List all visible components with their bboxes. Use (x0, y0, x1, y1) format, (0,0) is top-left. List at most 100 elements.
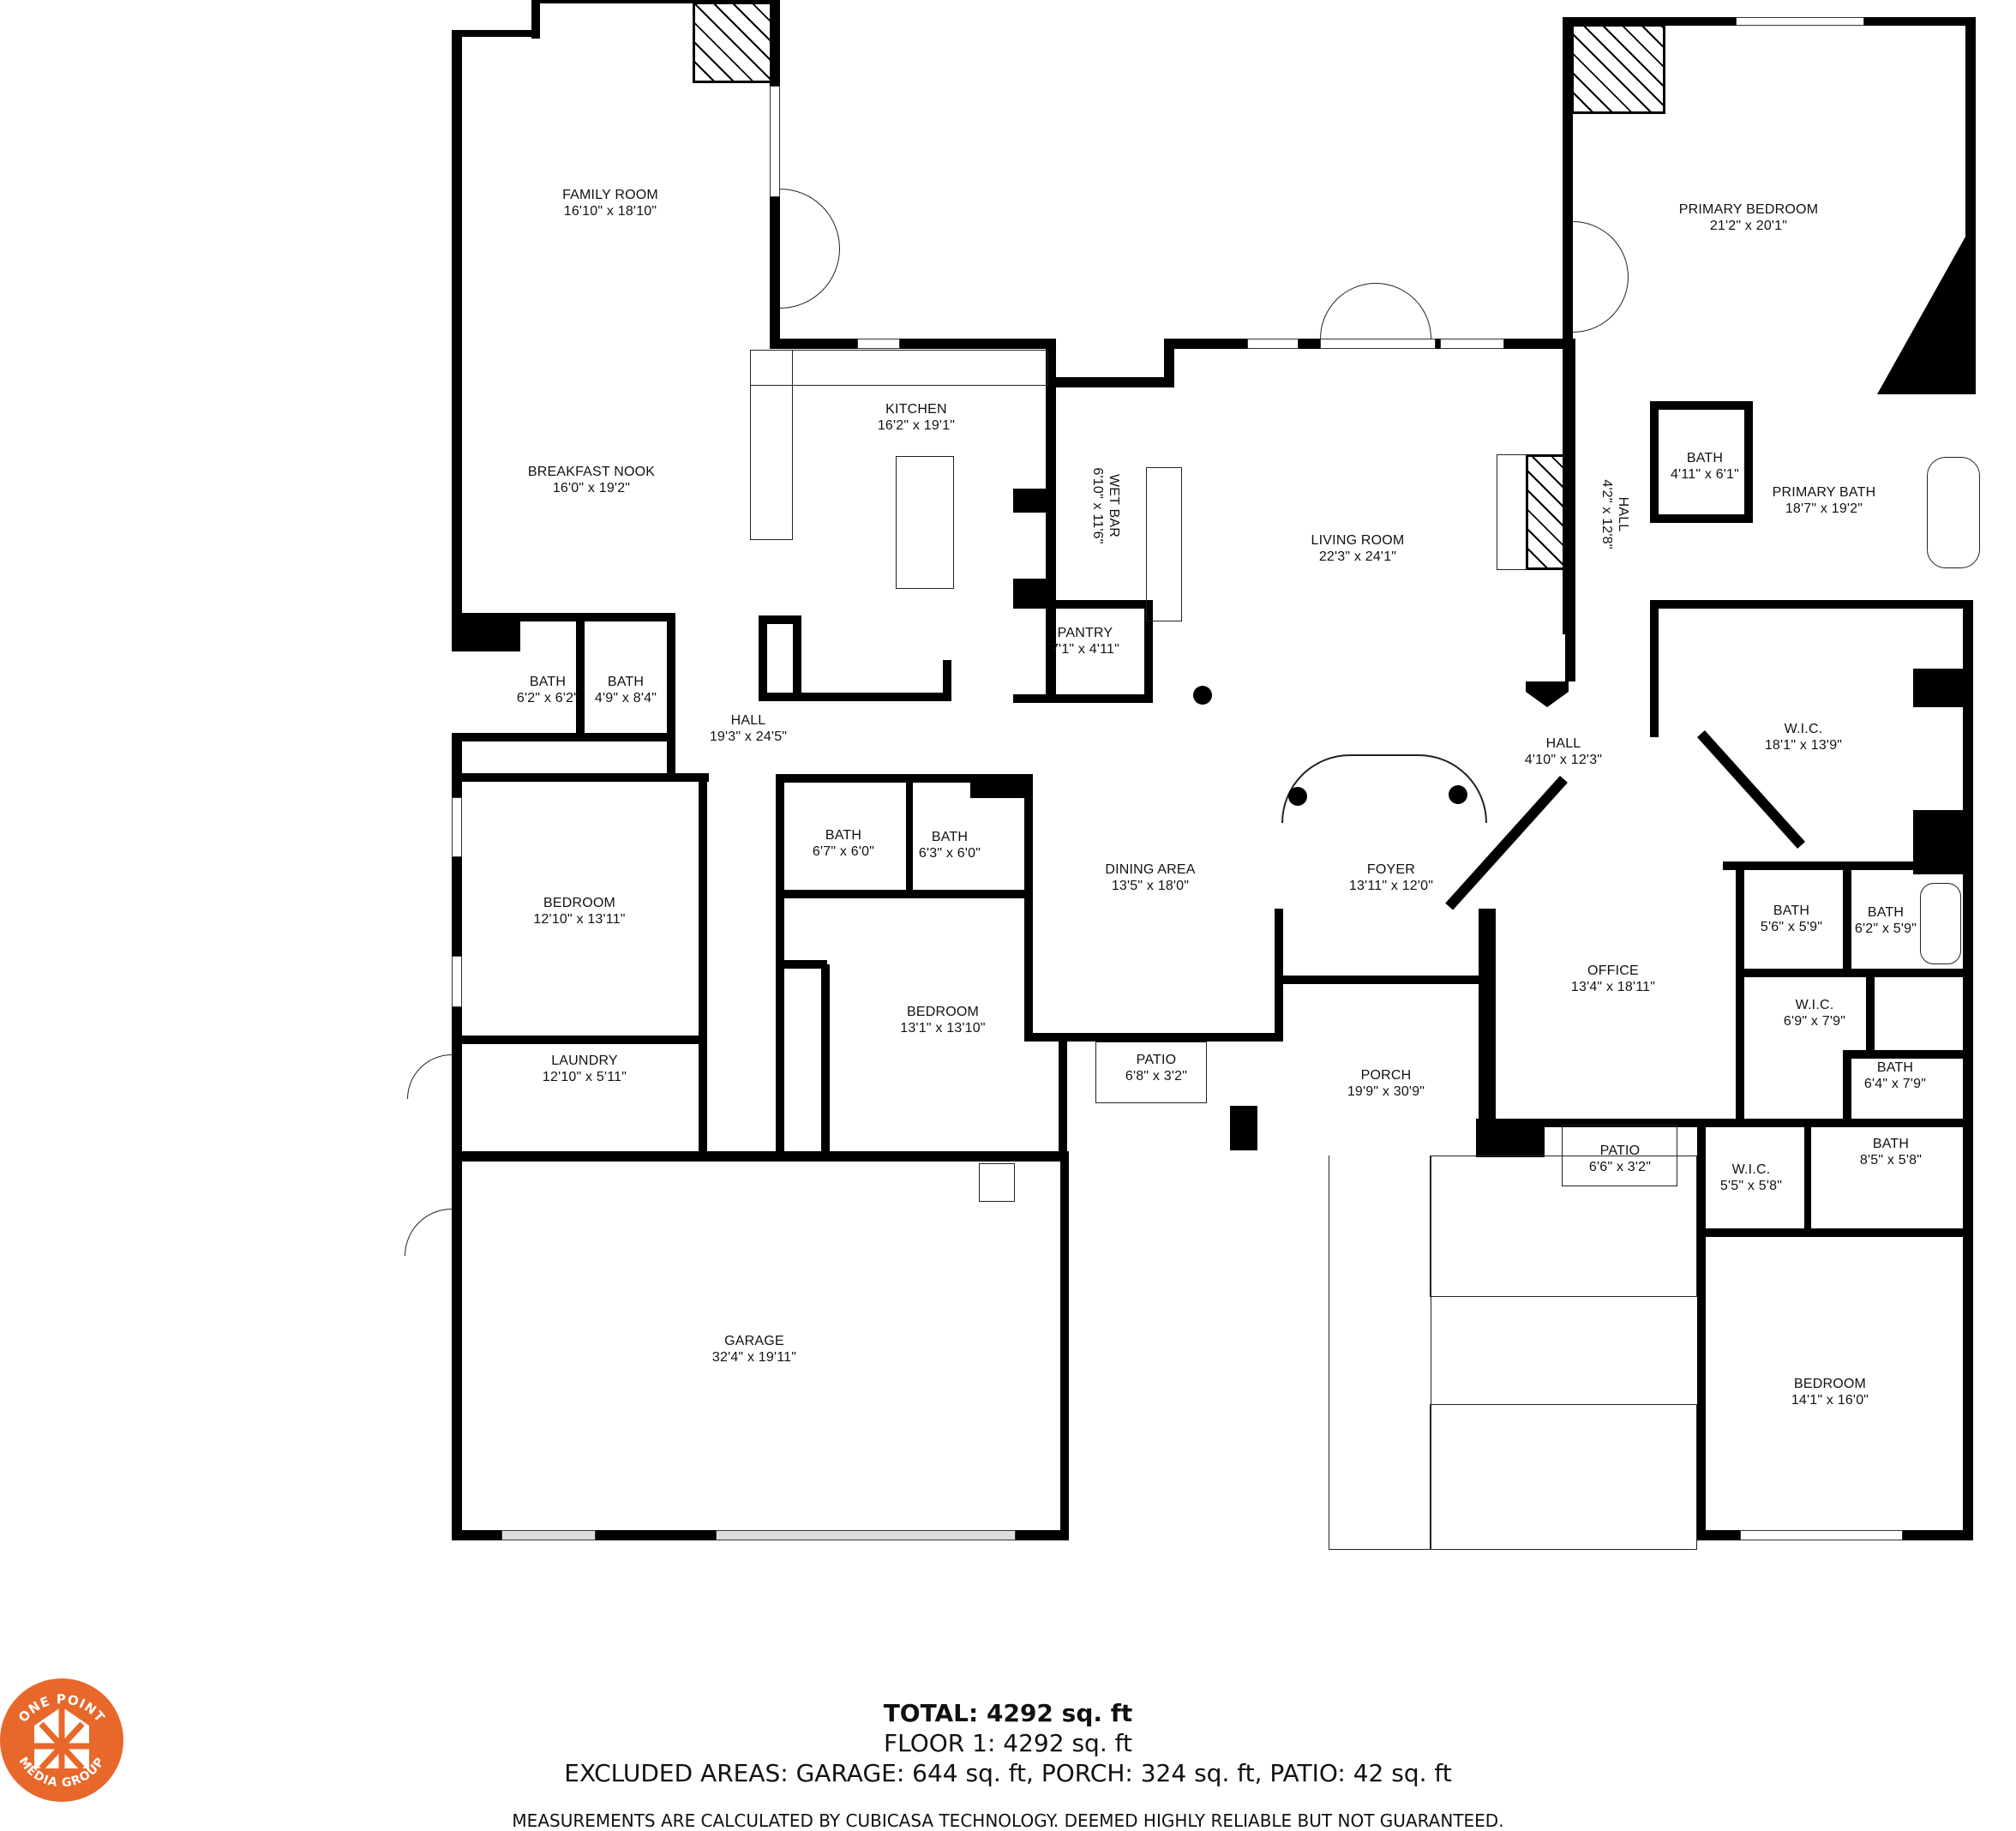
room-dimensions: 6'9" x 7'9" (1783, 1014, 1846, 1029)
bathtub (1927, 457, 1980, 568)
door (1376, 283, 1431, 339)
one-point-media-group-logo: ONE POINT MEDIA GROUP (0, 1676, 129, 1804)
wall (1650, 514, 1753, 523)
fireplace (1571, 24, 1665, 114)
room-name: BATH (1773, 903, 1810, 918)
room-name: PRIMARY BATH (1772, 485, 1876, 500)
room-dimensions: 18'1" x 13'9" (1764, 738, 1843, 753)
room-name: BATH (607, 675, 645, 689)
room-dimensions: 16'0" x 19'2" (552, 481, 631, 495)
room-dimensions: 4'11" x 6'1" (1670, 467, 1740, 482)
wet-bar-counter (1146, 467, 1182, 621)
wall (1650, 401, 1753, 410)
wall (531, 0, 780, 3)
room-name: BATH (1872, 1137, 1910, 1151)
room-dimensions: 6'4" x 7'9" (1863, 1077, 1927, 1091)
room-dimensions: 6'7" x 6'0" (812, 844, 875, 859)
wall (1485, 909, 1496, 1123)
room-dimensions: 13'1" x 13'10" (900, 1021, 986, 1036)
wall (1526, 681, 1569, 707)
wall (1013, 579, 1052, 603)
bathtub (1920, 883, 1961, 964)
fireplace (1526, 454, 1567, 570)
room-name: BATH (825, 828, 862, 843)
wall (1843, 1050, 1967, 1059)
wall (1866, 969, 1875, 1054)
room-name: LIVING ROOM (1311, 533, 1405, 548)
room-name: BATH (1686, 451, 1724, 465)
fireplace (693, 2, 778, 83)
room-label: BATH 4'11" x 6'1" (1671, 450, 1739, 483)
room-dimensions: 12'10" x 5'11" (542, 1070, 627, 1084)
room-name: W.I.C. (1731, 1162, 1771, 1177)
wall (793, 615, 801, 701)
total-area: TOTAL: 4292 sq. ft (883, 1699, 1133, 1727)
room-dimensions: 6'6" x 3'2" (1588, 1160, 1652, 1174)
column (1288, 787, 1307, 806)
window (1440, 339, 1504, 349)
window (770, 86, 780, 197)
wall (1013, 489, 1052, 513)
room-label: W.I.C.5'5" x 5'8" (1720, 1162, 1782, 1194)
room-name: BATH (529, 675, 567, 689)
room-dimensions: 12'10" x 13'11" (533, 912, 626, 927)
kitchen-island (896, 456, 954, 589)
window (1320, 339, 1436, 349)
wall (452, 1153, 462, 1539)
room-name: WET BAR (1107, 473, 1121, 538)
wall (1013, 600, 1150, 609)
room-dimensions: 22'3" x 24'1" (1318, 549, 1397, 564)
wall (970, 774, 1030, 798)
wall (699, 773, 707, 1159)
room-dimensions: 7'1" x 4'11" (1050, 642, 1120, 657)
floor-area: FLOOR 1: 4292 sq. ft (884, 1729, 1132, 1757)
room-dimensions: 6'2" x 5'9" (1854, 922, 1917, 936)
wall (1479, 909, 1487, 1123)
wall (1060, 1153, 1069, 1539)
wall (1144, 600, 1153, 703)
room-dimensions: 6'3" x 6'0" (918, 846, 981, 861)
wall (1744, 401, 1753, 521)
wall (1059, 1042, 1067, 1162)
room-name: FOYER (1366, 862, 1416, 877)
door (780, 189, 840, 249)
room-name: KITCHEN (885, 402, 947, 417)
room-name: PRIMARY BEDROOM (1678, 202, 1819, 217)
logo-badge-icon: ONE POINT MEDIA GROUP (0, 1678, 123, 1802)
door (405, 1209, 452, 1256)
room-name: BATH (931, 830, 969, 844)
room-dimensions: 6'10" x 11'6" (1090, 467, 1105, 544)
room-dimensions: 19'3" x 24'5" (709, 729, 788, 744)
wall (1479, 1119, 1967, 1127)
wall (1046, 377, 1170, 387)
porch-outline (1329, 1156, 1431, 1550)
room-dimensions: 6'8" x 3'2" (1125, 1069, 1188, 1084)
wall (1164, 339, 1174, 387)
wall (776, 774, 1031, 783)
disclaimer: MEASUREMENTS ARE CALCULATED BY CUBICASA … (512, 1810, 1504, 1831)
porch-outline (1430, 1404, 1697, 1550)
garage-shelf (979, 1163, 1015, 1202)
room-name: HALL (1616, 496, 1630, 532)
door (407, 1054, 452, 1099)
room-name: LAUNDRY (551, 1054, 618, 1068)
wall (776, 960, 827, 969)
wall (1650, 600, 1967, 609)
wall (1736, 969, 1967, 977)
door (1573, 277, 1629, 333)
wall (759, 693, 951, 701)
room-label: W.I.C.6'9" x 7'9" (1784, 997, 1845, 1030)
wall (1963, 600, 1973, 1192)
